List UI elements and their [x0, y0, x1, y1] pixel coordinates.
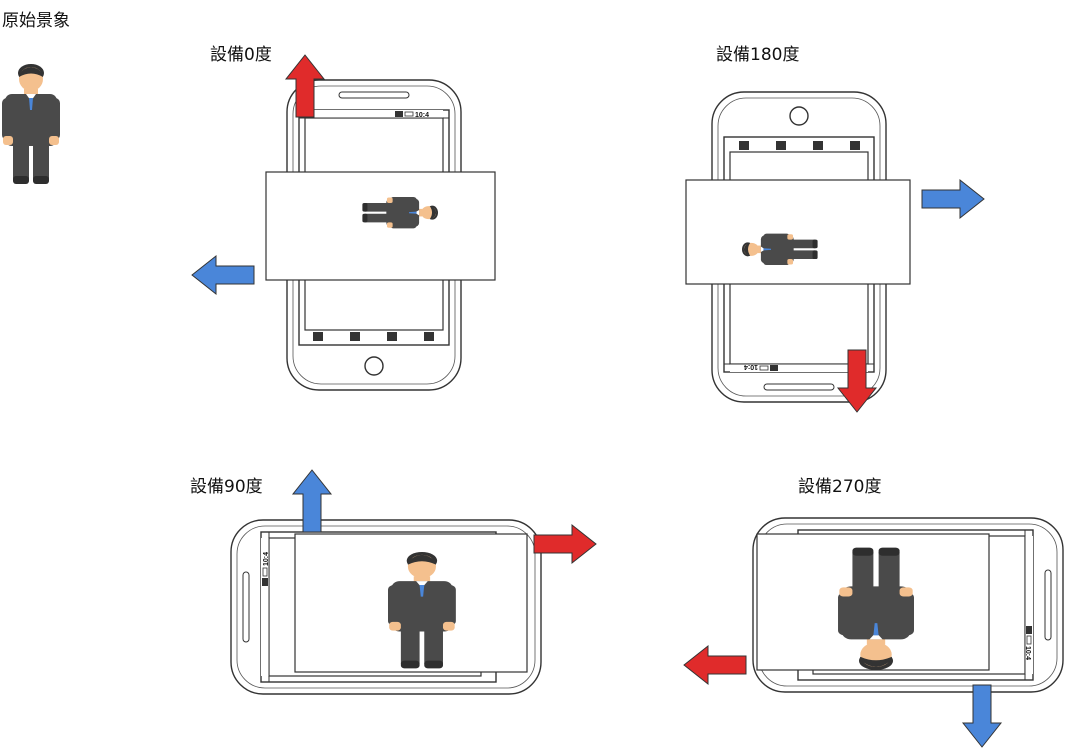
red-arrow-left-270	[683, 645, 747, 685]
device-270-group	[683, 517, 1064, 748]
label-device-90: 設備90度	[190, 477, 263, 497]
device-90-group	[230, 469, 597, 695]
label-original-scene: 原始景象	[2, 11, 70, 31]
label-device-270: 設備270度	[798, 477, 882, 497]
device-180-group	[685, 91, 985, 413]
blue-arrow-down-270	[962, 684, 1002, 748]
blue-arrow-right-180	[921, 179, 985, 219]
device-0-group	[191, 54, 496, 391]
original-figure	[2, 64, 60, 184]
camera-preview-0	[265, 171, 496, 281]
blue-arrow-left-0	[191, 255, 255, 295]
red-arrow-right-90	[533, 524, 597, 564]
label-device-0: 設備0度	[210, 45, 272, 65]
label-device-180: 設備180度	[716, 45, 800, 65]
camera-preview-180	[685, 179, 911, 285]
